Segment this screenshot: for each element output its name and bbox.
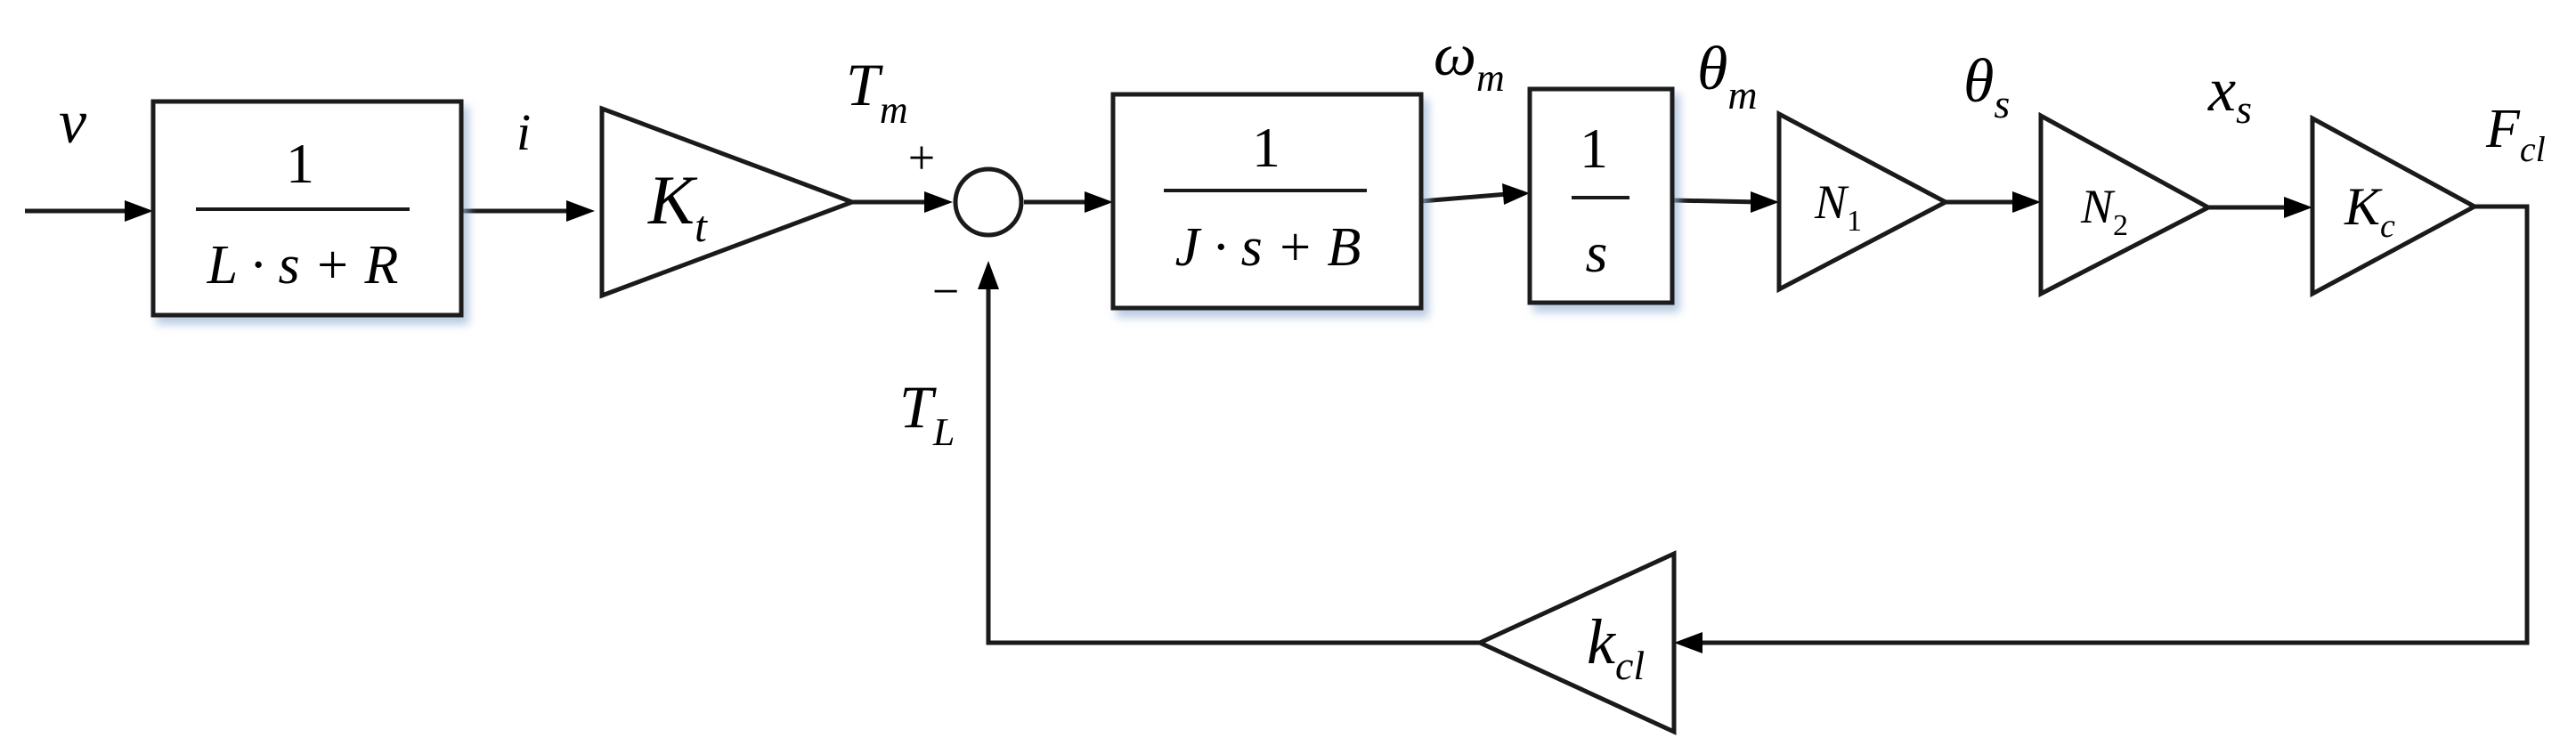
arrowhead-input: [125, 200, 153, 222]
arrowhead-sum-out: [1085, 191, 1113, 213]
arrowhead-current: [566, 200, 595, 222]
arrowhead-force: [1674, 632, 1702, 653]
arrowhead-speed: [1502, 183, 1530, 205]
block-electrical: 1 L · s + R: [150, 99, 464, 318]
block-integrator-denominator: s: [1586, 221, 1608, 284]
signal-wires: [25, 191, 2530, 645]
block-integrator: 1 s: [1527, 86, 1675, 305]
gain-torque-constant: Kt: [599, 105, 859, 299]
signal-label-input: v: [59, 88, 87, 157]
gain-stiffness: Kc: [2310, 114, 2480, 298]
arrowhead-motor-angle: [1751, 191, 1779, 213]
signal-label-speed: ωm: [1434, 20, 1505, 100]
signal-labels: v i Tm ωm θm θs xs Fcl TL: [59, 20, 2546, 454]
wire-load-torque: [986, 279, 1480, 645]
gain-torque-constant-label: Kt: [647, 161, 708, 251]
arrowhead-load-torque: [978, 261, 999, 289]
gain-feedback: kcl: [1475, 550, 1677, 735]
block-mechanical-denominator: J · s + B: [1175, 217, 1361, 278]
block-mechanical: 1 J · s + B: [1110, 92, 1424, 311]
signal-label-displacement: xs: [2207, 56, 2252, 132]
signal-label-motor-torque: Tm: [846, 51, 908, 132]
signal-label-shaft-angle: θs: [1963, 47, 2010, 126]
signal-label-load-torque: TL: [899, 373, 955, 454]
signal-label-force: Fcl: [2485, 99, 2546, 169]
summing-junction: [953, 166, 1024, 238]
arrowhead-shaft-angle: [2012, 191, 2041, 213]
gain-stiffness-label: Kc: [2344, 177, 2395, 245]
block-integrator-numerator: 1: [1580, 117, 1608, 180]
arrowheads: [125, 183, 2312, 653]
arrowhead-displacement: [2284, 197, 2312, 218]
gain-feedback-label: kcl: [1587, 606, 1645, 688]
sum-minus-sign: −: [932, 264, 959, 318]
block-electrical-numerator: 1: [286, 132, 314, 195]
signal-label-current: i: [516, 103, 531, 161]
block-mechanical-numerator: 1: [1252, 116, 1280, 179]
wire-speed: [1420, 191, 1508, 204]
gain-gear-n1: N1: [1776, 109, 1951, 294]
wire-force-feedback: [1694, 204, 2530, 645]
signal-label-motor-angle: θm: [1697, 35, 1758, 118]
block-electrical-denominator: L · s + R: [207, 235, 399, 296]
arrowhead-motor-torque: [924, 191, 953, 213]
gain-gear-n1-label: N1: [1814, 175, 1862, 238]
sum-plus-sign: +: [908, 131, 935, 184]
wire-motor-angle: [1671, 198, 1760, 205]
gain-gear-n2: N2: [2038, 111, 2214, 298]
gain-gear-n2-label: N2: [2080, 180, 2128, 242]
